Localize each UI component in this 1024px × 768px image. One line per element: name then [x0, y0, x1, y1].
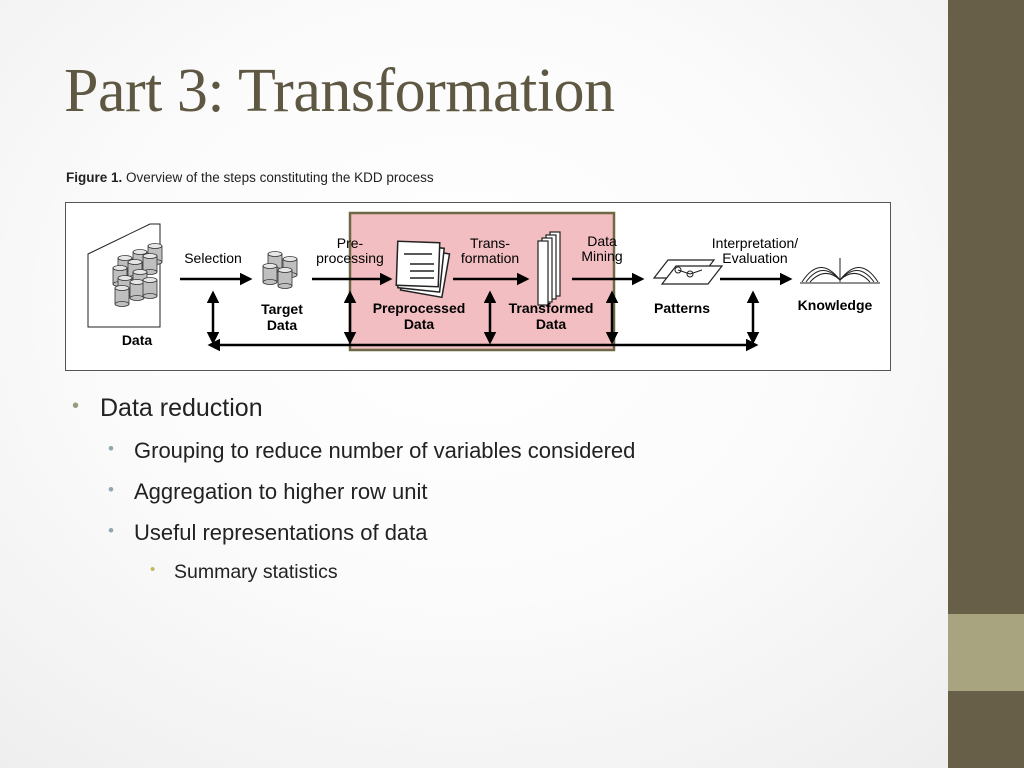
- figure-caption: Figure 1. Overview of the steps constitu…: [66, 170, 434, 185]
- kdd-process-diagram: Data Selection Target Data Pre- processi…: [65, 202, 891, 371]
- patterns-icon: [652, 259, 724, 285]
- raw-data-icon: [87, 223, 163, 328]
- bullet-marker: •: [72, 395, 80, 417]
- figure-caption-text: Overview of the steps constituting the K…: [122, 170, 434, 185]
- preprocessed-data-icon: [395, 240, 451, 299]
- stage-data-label: Data: [122, 332, 153, 348]
- slide-title: Part 3: Transformation: [64, 57, 615, 125]
- transformed-data-icon: [537, 231, 561, 306]
- target-data-icon: [262, 251, 298, 289]
- bullet-text: Useful representations of data: [134, 520, 428, 545]
- side-bar-accent: [948, 614, 1024, 691]
- stage-transformed-data-label-2: Data: [536, 316, 567, 332]
- step-preprocessing-label-2: processing: [316, 250, 384, 266]
- bullet-text: Grouping to reduce number of variables c…: [134, 438, 636, 463]
- stage-knowledge-label: Knowledge: [798, 297, 873, 313]
- kdd-figure: Figure 1. Overview of the steps constitu…: [50, 162, 900, 377]
- stage-preprocessed-data-label-2: Data: [404, 316, 435, 332]
- step-transformation-label-2: formation: [461, 250, 519, 266]
- bullet-marker: •: [108, 480, 114, 499]
- step-data-mining-label-2: Mining: [581, 248, 622, 264]
- stage-preprocessed-data-label-1: Preprocessed: [373, 300, 466, 316]
- transformation-highlight: [350, 213, 614, 350]
- stage-target-data-label-2: Data: [267, 317, 298, 333]
- figure-caption-label: Figure 1.: [66, 170, 123, 185]
- bullet-marker: •: [150, 561, 156, 578]
- bullet-marker: •: [108, 521, 114, 540]
- stage-target-data-label-1: Target: [261, 301, 303, 317]
- bullet-text: Summary statistics: [174, 561, 338, 583]
- bullet-text: Aggregation to higher row unit: [134, 479, 428, 504]
- step-interpretation-label-1: Interpretation/: [712, 235, 798, 251]
- bullet-marker: •: [108, 439, 114, 458]
- knowledge-icon: [800, 258, 880, 284]
- stage-patterns-label: Patterns: [654, 300, 710, 316]
- step-interpretation-label-2: Evaluation: [722, 250, 787, 266]
- step-transformation-label-1: Trans-: [470, 235, 510, 251]
- bullet-text: Data reduction: [100, 394, 263, 422]
- stage-transformed-data-label-1: Transformed: [509, 300, 594, 316]
- step-selection-label: Selection: [184, 250, 242, 266]
- step-data-mining-label-1: Data: [587, 233, 617, 249]
- step-preprocessing-label-1: Pre-: [337, 235, 364, 251]
